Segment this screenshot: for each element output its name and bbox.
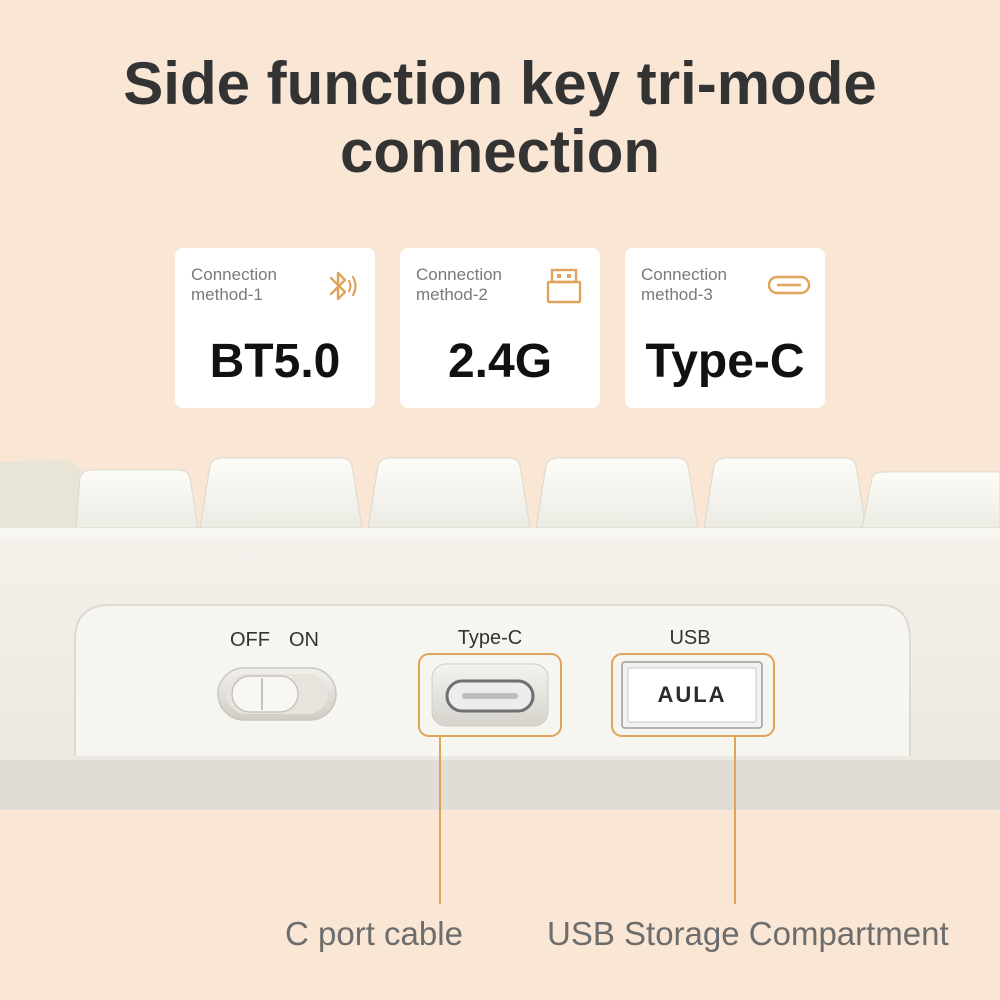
title-line-2: connection (339, 118, 660, 185)
typec-port[interactable] (431, 663, 549, 727)
type-c-port-icon (767, 275, 811, 295)
switch-on-label: ON (289, 629, 319, 651)
leader-line-usb-lower (734, 860, 736, 904)
typec-highlight (418, 653, 562, 737)
connection-card-2-4g: Connection method-2 2.4G (400, 248, 600, 408)
switch-off-label: OFF (230, 629, 270, 651)
power-switch[interactable] (217, 667, 337, 721)
page-title: Side function key tri-mode connection (0, 50, 1000, 186)
card-label: Connection method-3 (641, 265, 728, 304)
usb-dongle-icon (546, 268, 582, 304)
callout-c-port-cable: C port cable (285, 915, 463, 952)
card-value: BT5.0 (209, 335, 341, 388)
keycaps (0, 457, 1000, 530)
card-label: Connection method-2 (416, 265, 503, 304)
callout-usb-storage: USB Storage Compartment (547, 915, 949, 952)
connection-card-type-c: Connection method-3 Type-C (625, 248, 825, 408)
usb-port-label: USB (669, 627, 710, 649)
aula-logo: AULA (657, 682, 726, 707)
card-value: Type-C (645, 335, 805, 388)
typec-port-label: Type-C (458, 627, 522, 649)
usb-highlight (611, 653, 775, 737)
keyboard-base (0, 760, 1000, 810)
keyboard-top-edge (0, 528, 1000, 540)
leader-line-typec-lower (439, 860, 441, 904)
bluetooth-icon (329, 271, 357, 301)
connection-card-bluetooth: Connection method-1 BT5.0 (175, 248, 375, 408)
usb-storage-compartment[interactable]: AULA (621, 661, 763, 729)
keyboard-side-illustration: OFF ON Type-C USB AULA (0, 457, 1000, 860)
title-line-1: Side function key tri-mode (123, 50, 877, 117)
card-value: 2.4G (447, 335, 553, 388)
card-label: Connection method-1 (191, 265, 278, 304)
